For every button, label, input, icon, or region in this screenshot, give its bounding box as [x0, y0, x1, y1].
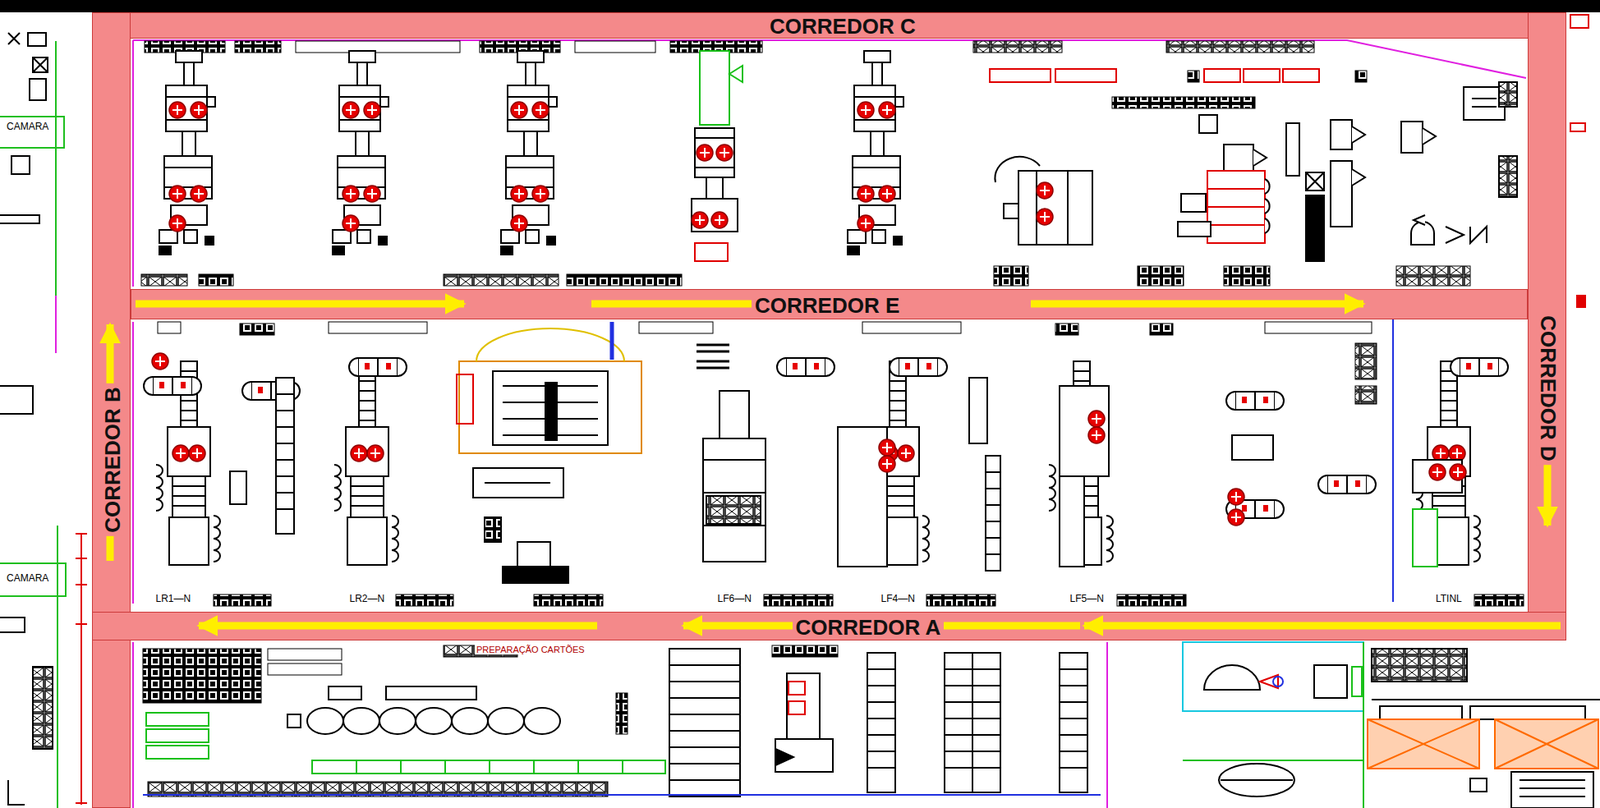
label-text: LF5—N: [1068, 593, 1106, 605]
bottom-area: [133, 642, 1108, 808]
label-text: LR1—N: [154, 593, 194, 605]
label-text: LF4—N: [879, 593, 917, 605]
area-label: LTINL: [1434, 593, 1464, 605]
top-bar: [0, 0, 1600, 13]
corridor-label: CORREDOR C: [766, 14, 920, 38]
area-label: PREPARAÇÃO CARTÕES: [474, 644, 587, 655]
corridor-label: CORREDOR B: [100, 383, 124, 537]
corridor-band: CORREDOR C: [91, 12, 1567, 39]
corridor-label: CORREDOR E: [751, 294, 903, 318]
area-divider: [1392, 319, 1394, 603]
flow-arrow: [110, 303, 1561, 626]
production-lines-top: [159, 50, 1518, 262]
left-area: [0, 32, 88, 808]
corridor-label: CORREDOR A: [792, 616, 945, 640]
area-outline: [132, 40, 134, 287]
area-label: LR1—N: [154, 593, 194, 605]
label-text: LF6—N: [716, 593, 754, 605]
right-edge-details: [1570, 14, 1589, 308]
corridor-label: CORREDOR D: [1535, 312, 1559, 465]
label-text: CAMARA: [4, 573, 51, 584]
label-text: LTINL: [1434, 593, 1464, 605]
corridor-band: CORREDOR D: [1527, 12, 1567, 639]
label-text: LR2—N: [348, 593, 387, 605]
storage-racks: [141, 41, 1471, 286]
label-text: PREPARAÇÃO CARTÕES: [474, 644, 587, 655]
area-label: CAMARA: [4, 121, 51, 133]
storage-racks: [157, 321, 1524, 607]
bottom-right-area: [1182, 642, 1600, 808]
area-label: LF5—N: [1068, 593, 1106, 605]
label-text: CAMARA: [4, 121, 51, 133]
production-lines-middle: [143, 321, 1509, 584]
area-label: LR2—N: [348, 593, 387, 605]
corridor-band: CORREDOR B: [91, 12, 131, 808]
area-label: CAMARA: [4, 573, 51, 584]
area-outline: [132, 321, 134, 604]
area-label: LF6—N: [716, 593, 754, 605]
area-label: LF4—N: [879, 593, 917, 605]
